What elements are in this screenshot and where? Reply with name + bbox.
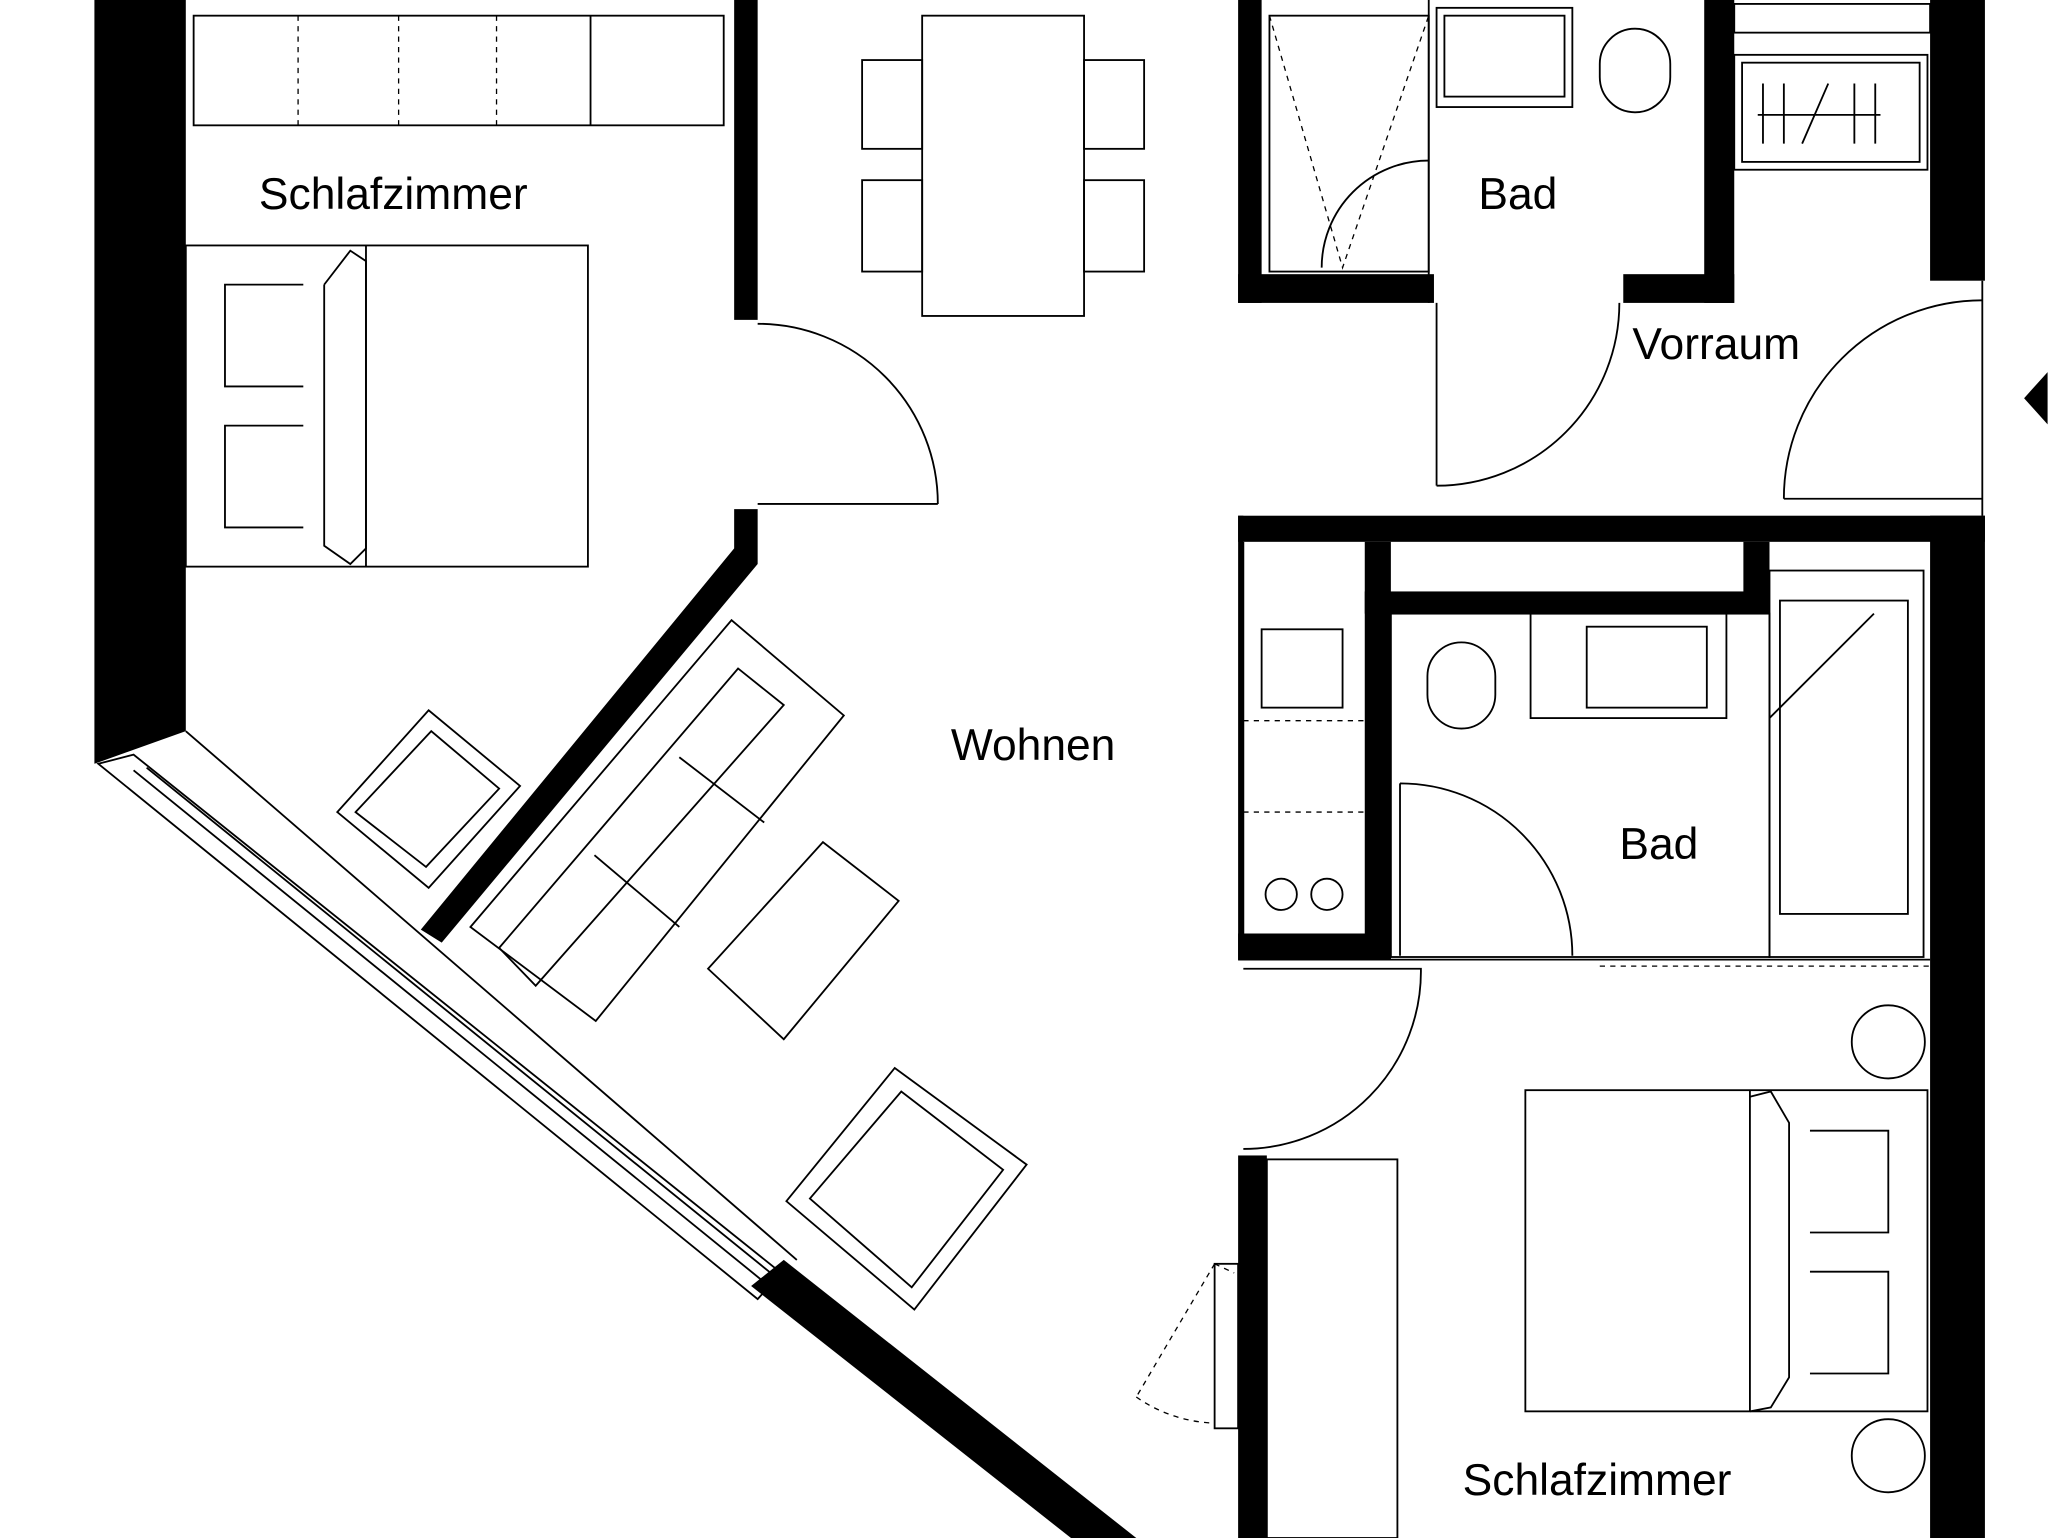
door-bedroom1 xyxy=(757,322,939,505)
room-label-wohnen: Wohnen xyxy=(951,721,1115,770)
walls xyxy=(94,0,2048,1538)
room-labels: Schlafzimmer Bad Vorraum Wohnen Bad Schl… xyxy=(259,170,1800,1505)
bed xyxy=(1524,1089,1929,1413)
wall-kitchen-bottom xyxy=(1238,933,1391,960)
coffee-table xyxy=(706,840,900,1041)
room-label-bad-2: Bad xyxy=(1619,820,1698,869)
living-furniture xyxy=(335,618,1240,1430)
wall-bad2-top-right xyxy=(1743,541,1770,614)
sink xyxy=(1529,612,1728,719)
wall-kitchen-left xyxy=(1238,515,1244,960)
dining-table xyxy=(861,14,1146,317)
wall-right-top xyxy=(1930,0,1985,281)
room-label-schlafzimmer-1: Schlafzimmer xyxy=(259,170,528,219)
door-bad1 xyxy=(1435,302,1621,487)
wardrobe xyxy=(1265,1158,1399,1538)
wall-bad2-top xyxy=(1364,591,1770,614)
wall-mid-horizontal xyxy=(1238,515,1985,542)
armchair-right xyxy=(785,1066,1028,1311)
toilet xyxy=(1426,641,1497,730)
toilet xyxy=(1598,27,1672,114)
wall-bad1-left xyxy=(1238,0,1262,303)
wall-bottom-diagonal xyxy=(751,1259,1137,1538)
sink xyxy=(1435,6,1574,108)
wardrobe xyxy=(192,14,725,127)
window-diagonal xyxy=(96,730,798,1301)
wall-bedroom1-living-top xyxy=(734,0,758,320)
wall-right-lower xyxy=(1930,515,1985,1538)
armchair-left xyxy=(335,708,522,890)
wall-right-edge-marker xyxy=(2024,372,2048,425)
wall-bad1-right xyxy=(1704,0,1735,303)
wall-bedroom2-left xyxy=(1238,1155,1267,1538)
room-label-bad-1: Bad xyxy=(1478,170,1557,219)
bedroom2-furniture xyxy=(1238,958,1931,1538)
room-label-vorraum: Vorraum xyxy=(1632,320,1800,369)
door-entrance xyxy=(1782,280,1984,516)
wall-bad1-bottom-left xyxy=(1238,274,1434,303)
bed xyxy=(184,244,589,568)
bad2-fixtures xyxy=(1389,569,1931,967)
room-label-schlafzimmer-2: Schlafzimmer xyxy=(1463,1456,1732,1505)
wall-left-outer xyxy=(94,0,186,764)
wall-bedroom1-living-diagonal xyxy=(420,509,758,943)
sofa xyxy=(469,618,846,1023)
bedroom1-furniture xyxy=(184,14,725,568)
kitchen xyxy=(1242,541,1365,934)
bathtub xyxy=(1768,569,1925,958)
bad1-fixtures xyxy=(1268,0,1932,303)
